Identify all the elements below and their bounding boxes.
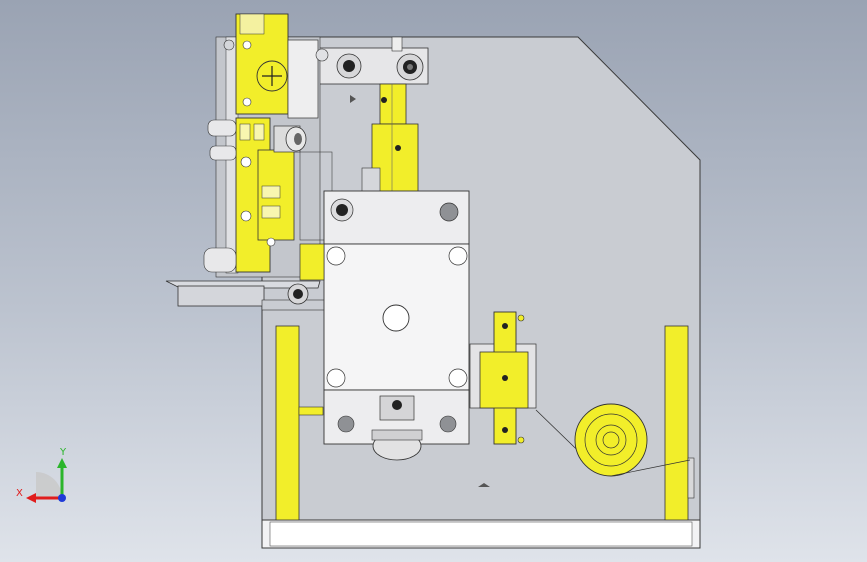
left-yellow-rail bbox=[275, 325, 324, 521]
triad-x-label: X bbox=[16, 488, 23, 499]
shaft-bolt bbox=[287, 243, 325, 305]
coordinate-triad-icon bbox=[26, 458, 67, 503]
left-actuator-assembly bbox=[203, 13, 333, 278]
right-yellow-carriage bbox=[469, 311, 601, 473]
right-yellow-rail bbox=[664, 325, 695, 521]
triad-y-label: Y bbox=[59, 447, 67, 458]
stepper-motor bbox=[323, 190, 470, 461]
top-clamp bbox=[315, 36, 429, 103]
upper-yellow-slider bbox=[361, 83, 419, 193]
side-bracket bbox=[165, 280, 343, 311]
tape-reel bbox=[478, 403, 691, 487]
